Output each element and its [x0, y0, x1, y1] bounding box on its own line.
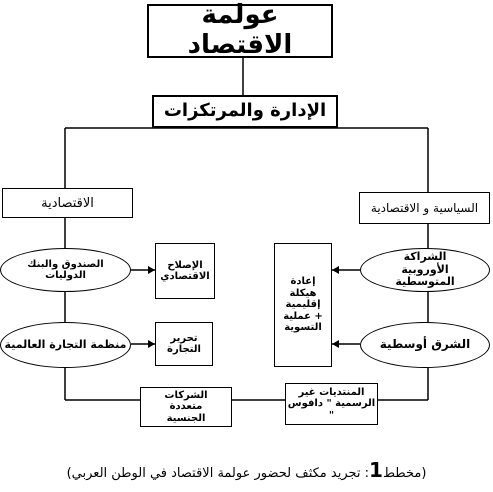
- bottom-left-box-text: الشركات متعددة الجنسية: [164, 389, 208, 424]
- management-text: الإدارة والمرتكزات: [163, 100, 327, 122]
- management-box: الإدارة والمرتكزات: [152, 95, 338, 128]
- left-box-2: تحرير التجارة: [155, 322, 213, 366]
- figure-caption: (مخطط1: تجريد مكثف لحضور عولمة الاقتصاد …: [0, 458, 493, 482]
- left-box-1-text: الإصلاح الاقتصادي: [160, 259, 210, 283]
- right-ellipse-2: الشرق أوسطية: [360, 322, 490, 368]
- bottom-right-box: المنتديات غير الرسمية " دافوس ": [285, 383, 378, 425]
- caption-label: مخطط: [382, 466, 422, 481]
- right-branch-box: السياسية و الاقتصادية: [359, 192, 490, 224]
- title-text: عولمة الاقتصاد: [187, 0, 293, 60]
- caption-text: : تجريد مكثف لحضور عولمة الاقتصاد في الو…: [71, 466, 370, 481]
- arrow-head-left-1: [148, 266, 155, 274]
- arrow-head-left-2: [148, 340, 155, 348]
- left-box-1: الإصلاح الاقتصادي: [155, 243, 215, 299]
- left-branch-box: الاقتصادية: [2, 188, 133, 218]
- left-ellipse-2: منظمة التجارة العالمية: [0, 322, 131, 368]
- right-tall-box-text: إعادة هيكلة إقليمية + عملية التسوية: [283, 276, 323, 334]
- caption-close-paren: ): [66, 466, 72, 481]
- caption-open-paren: (: [421, 466, 427, 481]
- caption-number: 1: [369, 458, 383, 482]
- bottom-right-box-text: المنتديات غير الرسمية " دافوس ": [287, 386, 376, 421]
- right-ellipse-1: الشراكة الأوروبية المتوسطية: [360, 248, 490, 292]
- left-branch-text: الاقتصادية: [41, 195, 94, 211]
- right-branch-text: السياسية و الاقتصادية: [370, 201, 479, 215]
- left-ellipse-1-text: الصندوق والبنك الدوليات: [27, 258, 104, 282]
- right-ellipse-1-text: الشراكة الأوروبية المتوسطية: [395, 250, 455, 289]
- right-ellipse-2-text: الشرق أوسطية: [379, 337, 471, 352]
- title-box: عولمة الاقتصاد: [147, 0, 333, 60]
- left-ellipse-2-text: منظمة التجارة العالمية: [4, 337, 127, 351]
- arrow-head-right-2: [332, 340, 339, 348]
- bottom-left-box: الشركات متعددة الجنسية: [140, 387, 232, 427]
- left-box-2-text: تحرير التجارة: [167, 332, 201, 356]
- left-ellipse-1: الصندوق والبنك الدوليات: [0, 248, 131, 292]
- right-tall-box: إعادة هيكلة إقليمية + عملية التسوية: [274, 243, 332, 367]
- arrow-head-right-1: [332, 266, 339, 274]
